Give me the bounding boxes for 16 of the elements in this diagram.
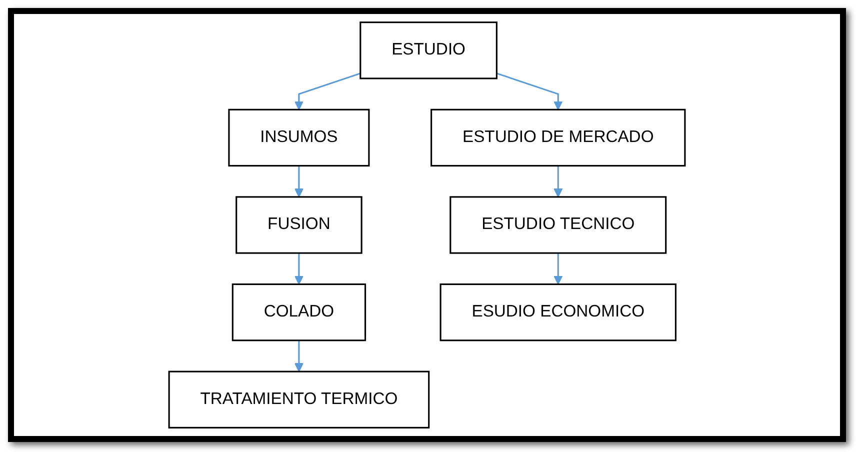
node-box [450,196,667,254]
node-box [360,22,498,80]
arrow [294,166,304,198]
arrow [294,253,304,285]
diagram-frame: ESTUDIO INSUMOS FUSION COLADO TRATAMIENTO TERMICO ESTUDIO DE MERCADO ESTUDIO TECNICO ESUDIO ECONOMICO [8,8,846,442]
node-box [440,283,676,342]
node-box [228,108,370,167]
arrow [294,340,304,372]
node-box [430,108,686,167]
node-box [232,283,366,342]
arrow [554,166,563,198]
arrow [496,72,563,110]
arrow [554,253,563,285]
arrow [294,72,361,110]
node-box [168,370,430,428]
node-box [236,196,362,254]
